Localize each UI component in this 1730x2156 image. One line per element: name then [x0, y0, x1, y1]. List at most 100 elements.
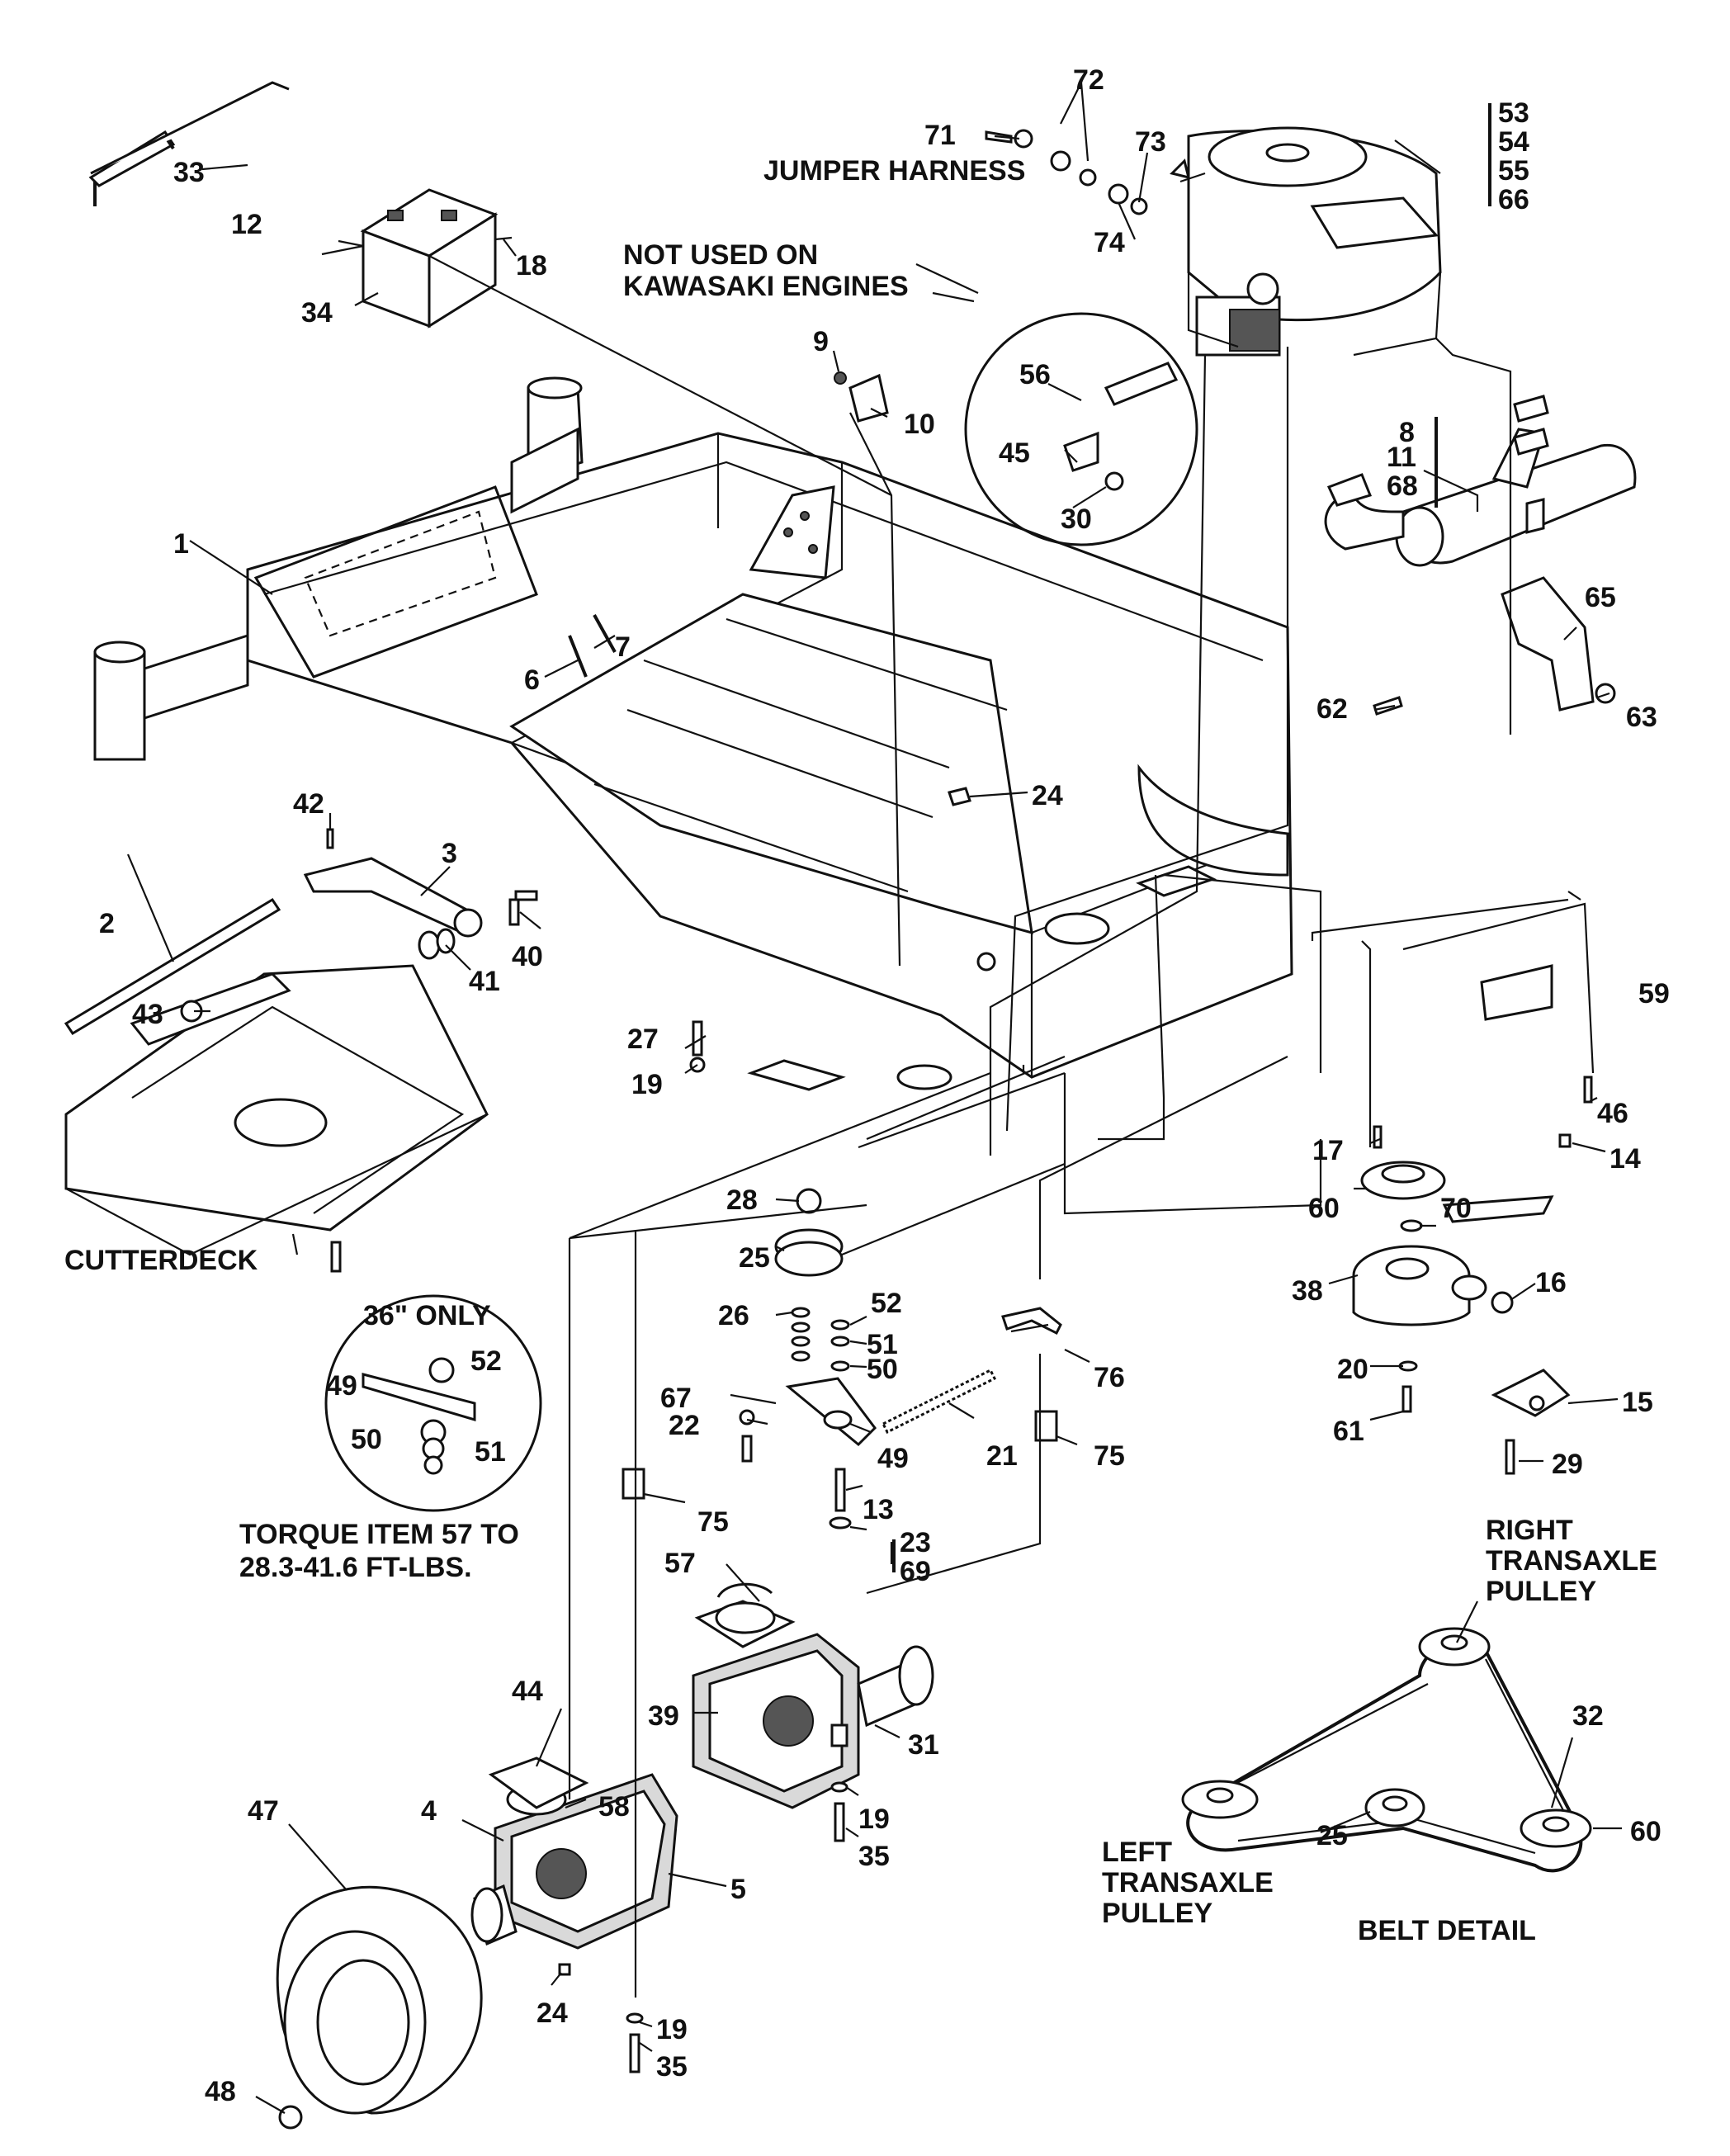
callout-54: 54: [1498, 126, 1529, 158]
screw-9: [834, 371, 847, 385]
cable-33: [90, 81, 290, 175]
callout-75b: 75: [1094, 1440, 1125, 1472]
idler-assembly: [739, 1188, 997, 1530]
callout-32: 32: [1572, 1700, 1604, 1732]
callout-18: 18: [516, 250, 547, 281]
callout-5: 5: [730, 1874, 746, 1905]
callout-35b: 35: [656, 2051, 688, 2083]
note-left-pulley-line3: PULLEY: [1102, 1898, 1212, 1929]
callout-34: 34: [301, 297, 333, 329]
callout-75a: 75: [697, 1506, 729, 1538]
callout-59: 59: [1638, 978, 1670, 1009]
main-frame: [64, 376, 1293, 1090]
callout-24b: 24: [536, 1998, 568, 2029]
callout-45: 45: [999, 437, 1030, 469]
callout-62: 62: [1316, 693, 1348, 725]
diagram-notes: JUMPER HARNESS NOT USED ON KAWASAKI ENGI…: [64, 155, 1657, 1946]
callout-12: 12: [231, 209, 262, 240]
callout-38: 38: [1292, 1275, 1323, 1307]
callout-40: 40: [512, 941, 543, 972]
note-right-pulley-line1: RIGHT: [1486, 1515, 1573, 1546]
callout-22: 22: [669, 1410, 700, 1441]
callout-9: 9: [813, 326, 829, 357]
callout-46: 46: [1597, 1098, 1628, 1129]
callout-10: 10: [904, 409, 935, 440]
callout-52b: 52: [871, 1288, 902, 1319]
callout-24a: 24: [1032, 780, 1063, 811]
note-left-pulley-line2: TRANSAXLE: [1102, 1867, 1274, 1898]
callout-14: 14: [1609, 1143, 1641, 1175]
callout-28: 28: [726, 1184, 758, 1216]
callout-51b: 51: [867, 1329, 898, 1360]
callout-50b: 50: [867, 1354, 898, 1385]
callout-56: 56: [1019, 359, 1051, 390]
callout-61: 61: [1333, 1416, 1364, 1447]
solenoid-10: [848, 373, 889, 423]
washer-41b: [436, 928, 456, 954]
belt-detail: [1181, 1627, 1592, 1873]
callout-21: 21: [986, 1440, 1018, 1472]
spacer-75-right: [1034, 1410, 1058, 1442]
callout-39: 39: [648, 1700, 679, 1732]
callout-60b: 60: [1630, 1816, 1661, 1847]
bolt-62: [1373, 696, 1403, 716]
callout-25a: 25: [739, 1242, 770, 1274]
muffler: [1324, 395, 1637, 567]
screw-42: [326, 828, 334, 849]
callout-71: 71: [924, 120, 956, 151]
callout-52a: 52: [470, 1345, 502, 1377]
not-used-inset: [964, 312, 1198, 546]
callout-65: 65: [1585, 582, 1616, 613]
note-right-pulley-line2: TRANSAXLE: [1486, 1545, 1657, 1577]
callout-27: 27: [627, 1024, 659, 1055]
callout-43: 43: [132, 999, 163, 1030]
cutterdeck: [64, 964, 489, 1256]
clutch-assembly: [1352, 964, 1593, 1475]
engine: [1170, 126, 1442, 357]
grease-fitting: [976, 952, 996, 972]
note-torque-line2: 28.3-41.6 FT-LBS.: [239, 1552, 472, 1583]
callout-7: 7: [615, 631, 631, 663]
callout-13: 13: [863, 1494, 894, 1525]
callout-8: 8: [1399, 417, 1415, 448]
callout-26: 26: [718, 1300, 749, 1331]
callout-72: 72: [1073, 64, 1104, 96]
callout-57: 57: [664, 1548, 696, 1579]
bracket-plate: [747, 1059, 846, 1091]
note-belt-detail: BELT DETAIL: [1358, 1915, 1536, 1946]
callout-labels: 1 2 3 4 5 6 7 8 9 10 11 12 13 14 15 16 1…: [99, 64, 1670, 2107]
callout-41: 41: [469, 966, 500, 997]
callout-15: 15: [1622, 1387, 1653, 1418]
callout-16: 16: [1535, 1267, 1567, 1298]
callout-19a: 19: [631, 1069, 663, 1100]
callout-2: 2: [99, 908, 115, 939]
callout-17: 17: [1312, 1135, 1344, 1166]
callout-11: 11: [1387, 442, 1416, 473]
callout-66: 66: [1498, 184, 1529, 215]
callout-33: 33: [173, 157, 205, 188]
washer-41: [418, 930, 441, 960]
callout-67: 67: [660, 1383, 692, 1414]
note-torque-line1: TORQUE ITEM 57 TO: [239, 1519, 519, 1550]
callout-51a: 51: [475, 1436, 506, 1468]
callout-48: 48: [205, 2076, 236, 2107]
callout-35a: 35: [858, 1841, 890, 1872]
callout-19c: 19: [656, 2014, 688, 2045]
callout-47: 47: [248, 1795, 279, 1827]
note-not-used-line1: NOT USED ON: [623, 239, 818, 271]
callout-53: 53: [1498, 97, 1529, 129]
callout-74: 74: [1094, 227, 1125, 258]
callout-69: 69: [900, 1556, 931, 1587]
callout-29: 29: [1552, 1449, 1583, 1480]
callout-70: 70: [1440, 1193, 1472, 1224]
callout-55: 55: [1498, 155, 1529, 187]
callout-20: 20: [1337, 1354, 1368, 1385]
pin-cutterdeck: [330, 1241, 342, 1273]
callout-4: 4: [421, 1795, 437, 1827]
note-left-pulley-line1: LEFT: [1102, 1837, 1172, 1868]
callout-25b: 25: [1316, 1820, 1348, 1851]
callout-76: 76: [1094, 1362, 1125, 1393]
callout-60a: 60: [1308, 1193, 1340, 1224]
callout-50a: 50: [351, 1424, 382, 1455]
